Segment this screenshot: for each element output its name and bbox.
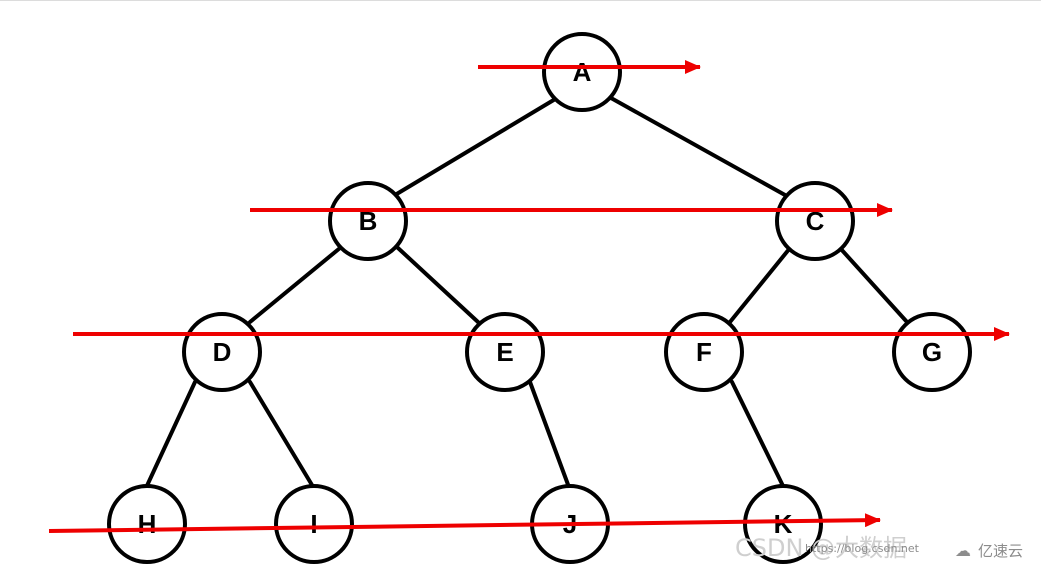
edge-d-h <box>143 380 197 492</box>
node-f-label: F <box>696 337 712 367</box>
node-c: C <box>775 181 855 261</box>
node-g: G <box>892 312 972 392</box>
node-d: D <box>182 312 262 392</box>
node-h-label: H <box>138 509 157 539</box>
node-k-circle <box>743 484 823 564</box>
node-h-circle <box>107 484 187 564</box>
node-i-label: I <box>310 509 317 539</box>
watermark-blog-url: https://blog.csdn.net <box>805 542 920 555</box>
node-i: I <box>274 484 354 564</box>
node-h: H <box>107 484 187 564</box>
tree-edges <box>143 96 909 492</box>
edge-c-g <box>838 246 909 324</box>
node-k: K <box>743 484 823 564</box>
edge-d-i <box>248 380 317 492</box>
node-c-circle <box>775 181 855 261</box>
node-k-label: K <box>774 509 793 539</box>
node-b-label: B <box>359 206 378 236</box>
edge-b-e <box>396 246 480 324</box>
watermark-brand-text: 亿速云 <box>978 542 1023 560</box>
scan-arrow-level-4 <box>48 513 881 533</box>
node-c-label: C <box>806 206 825 236</box>
watermark-csdn: CSDN @大数据 <box>735 534 907 562</box>
watermark-brand: ☁ 亿速云 <box>955 541 1023 560</box>
edge-b-d <box>248 246 342 324</box>
node-e-label: E <box>496 337 513 367</box>
node-b: B <box>328 181 408 261</box>
top-border <box>0 0 1041 1</box>
node-i-circle <box>274 484 354 564</box>
node-b-circle <box>328 181 408 261</box>
node-g-label: G <box>922 337 942 367</box>
level-order-scan-arrows <box>48 60 1010 533</box>
node-d-label: D <box>213 337 232 367</box>
brand-logo-icon: ☁ <box>955 541 971 560</box>
node-f: F <box>664 312 744 392</box>
edge-a-b <box>393 96 559 197</box>
edge-f-k <box>730 380 787 492</box>
node-a-label: A <box>573 57 592 87</box>
edge-c-f <box>728 246 792 324</box>
edge-a-c <box>609 96 787 197</box>
watermark: CSDN @大数据 https://blog.csdn.net ☁ 亿速云 <box>735 534 1023 562</box>
node-a-circle <box>542 32 622 112</box>
tree-nodes: A B C D E F G H <box>107 32 972 564</box>
node-a: A <box>542 32 622 112</box>
node-e: E <box>465 312 545 392</box>
edge-e-j <box>528 380 572 492</box>
